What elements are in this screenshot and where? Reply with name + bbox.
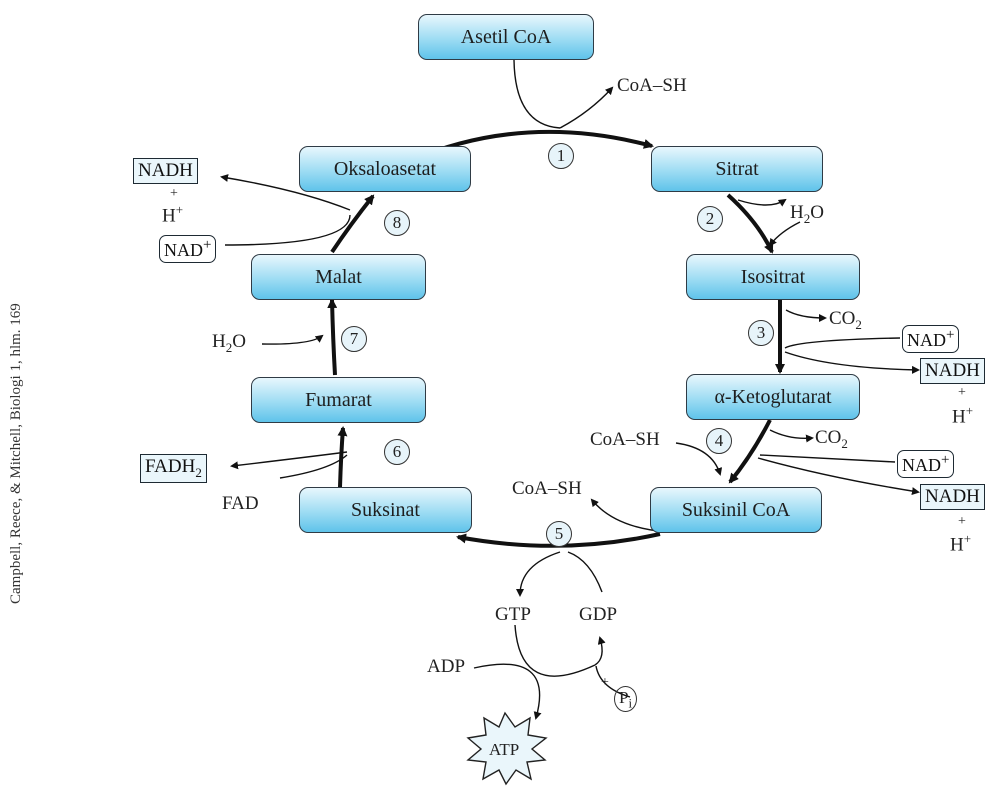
box-fumarate: Fumarat (251, 377, 426, 423)
label-pi: Pi (614, 686, 638, 713)
label-nadh-8: NADH (133, 158, 198, 184)
step-number-2: 2 (697, 206, 723, 232)
label-atp: ATP (489, 740, 520, 759)
label-co2-4: CO2 (815, 427, 848, 451)
label-gdp: GDP (579, 604, 618, 625)
source-credit: Campbell, Reece, & Mitchell, Biologi 1, … (8, 303, 24, 604)
label-h-8: H+ (162, 202, 184, 227)
step-number-7: 7 (341, 326, 367, 352)
label-nad-3: NAD+ (902, 325, 960, 353)
label-coash-5: CoA–SH (512, 478, 582, 499)
plus-3: + (958, 385, 966, 400)
label-nad-8: NAD+ (159, 235, 217, 263)
atp-star (466, 711, 548, 786)
label-nadh-3: NADH (920, 358, 985, 384)
plus-8: + (170, 186, 178, 201)
box-malate: Malat (251, 254, 426, 300)
box-succinyl-coa: Suksinil CoA (650, 487, 822, 533)
step-number-8: 8 (384, 210, 410, 236)
box-alpha-ketoglutarate: α-Ketoglutarat (686, 374, 860, 420)
label-h2o-2: H2O (790, 202, 824, 226)
plus-pi: + (601, 675, 609, 690)
label-coash-1: CoA–SH (617, 75, 687, 96)
label-fadh2: FADH2 (140, 454, 207, 483)
label-co2-3: CO2 (829, 308, 862, 332)
label-nadh-4: NADH (920, 484, 985, 510)
label-h-4: H+ (950, 531, 972, 556)
box-acetyl-coa: Asetil CoA (418, 14, 594, 60)
step-number-3: 3 (748, 320, 774, 346)
label-h2o-7: H2O (212, 331, 246, 355)
label-nad-4: NAD+ (897, 450, 955, 478)
label-h-3: H+ (952, 403, 974, 428)
side-arrows (220, 59, 920, 720)
step-number-5: 5 (546, 521, 572, 547)
plus-4: + (958, 514, 966, 529)
step-number-6: 6 (384, 439, 410, 465)
box-isocitrate: Isositrat (686, 254, 860, 300)
box-succinate: Suksinat (299, 487, 472, 533)
label-coash-4: CoA–SH (590, 429, 660, 450)
step-number-4: 4 (706, 428, 732, 454)
label-gtp: GTP (495, 604, 531, 625)
label-adp: ADP (427, 656, 466, 677)
box-citrate: Sitrat (651, 146, 823, 192)
step-number-1: 1 (548, 143, 574, 169)
box-oxaloacetate: Oksaloasetat (299, 146, 471, 192)
label-fad: FAD (222, 493, 259, 514)
